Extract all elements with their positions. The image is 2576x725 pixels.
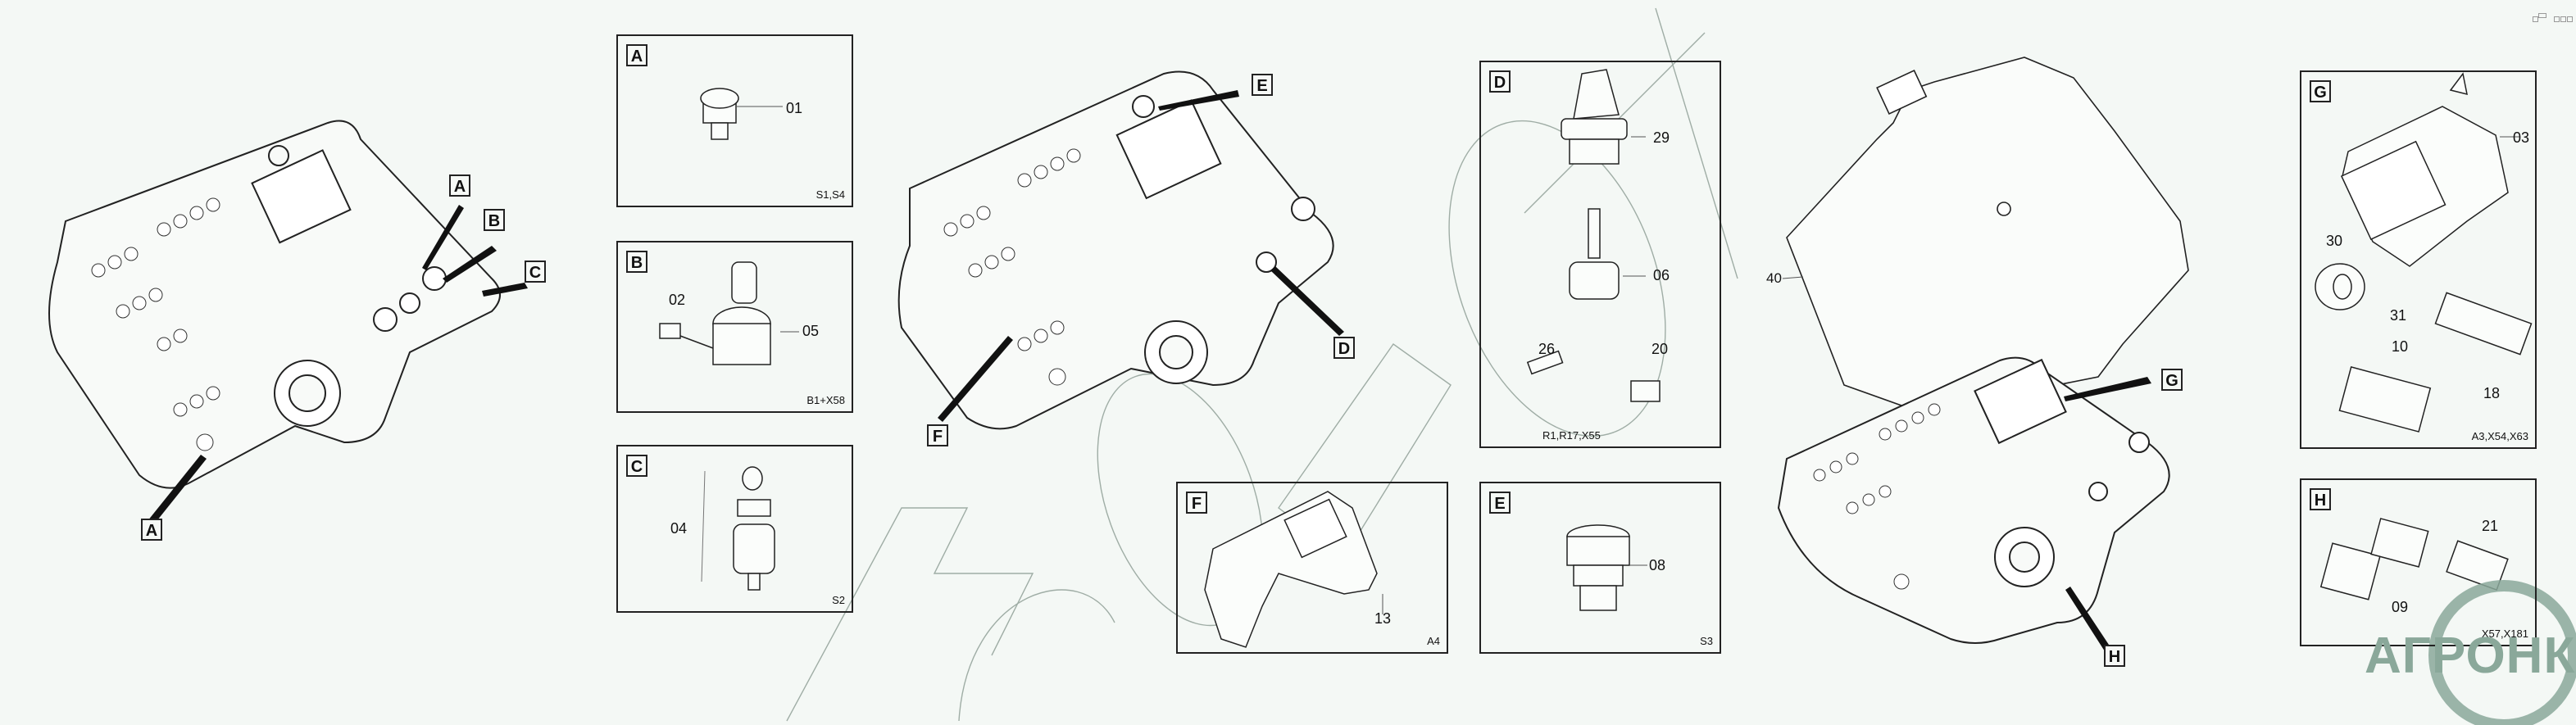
- center-console-drawing: [897, 70, 1334, 430]
- panel-b-reference: B1+X58: [806, 394, 845, 406]
- panel-f-reference: A4: [1427, 635, 1440, 647]
- panel-h-label: H: [2310, 488, 2331, 510]
- part-number-04: 04: [670, 520, 688, 537]
- corner-mark-icon: [2567, 16, 2573, 22]
- part-number-30: 30: [2326, 233, 2343, 249]
- logo-watermark-text: АГРОНКА: [2365, 628, 2576, 684]
- detail-panel-b: B 02 05 B1+X58: [616, 241, 853, 413]
- panel-d-label: D: [1489, 70, 1511, 93]
- detail-panel-a: A 01 S1,S4: [616, 34, 853, 207]
- panel-h-connectors: [2319, 518, 2509, 600]
- panel-c-reference: S2: [832, 594, 845, 606]
- callout-a-lower: A: [141, 519, 162, 541]
- part-number-29: 29: [1653, 129, 1670, 146]
- part-number-02: 02: [669, 292, 686, 308]
- part-number-08: 08: [1649, 557, 1666, 573]
- corner-mark-icon: [2554, 16, 2560, 22]
- callout-d: D: [1333, 337, 1355, 359]
- panel-h-reference: X57,X181: [2481, 628, 2528, 640]
- center-console-leaders: [938, 90, 1344, 422]
- panel-g-reference: A3,X54,X63: [2471, 430, 2528, 442]
- panel-e-emergency-stop: [1566, 524, 1647, 611]
- detail-panel-c: C 04 S2: [616, 445, 853, 613]
- panel-d-reference: R1,R17,X55: [1542, 429, 1601, 442]
- part-number-40: 40: [1766, 270, 1782, 286]
- panel-f-label: F: [1186, 492, 1207, 514]
- corner-mark-icon: [2533, 16, 2538, 22]
- callout-b: B: [484, 209, 505, 231]
- callout-h: H: [2104, 645, 2125, 667]
- detail-panel-h: H 21 09 X57,X181: [2300, 478, 2537, 646]
- panel-d-parts: [1526, 69, 1661, 402]
- logo-watermark-circle: [2428, 580, 2576, 725]
- part-number-05: 05: [802, 323, 820, 339]
- callout-f: F: [927, 424, 948, 446]
- part-number-21: 21: [2482, 518, 2499, 534]
- right-console-leaders: [2064, 377, 2151, 651]
- leader-40: [1782, 276, 1804, 279]
- panel-a-label: A: [626, 44, 647, 66]
- part-number-13: 13: [1374, 610, 1392, 627]
- panel-c-label: C: [626, 455, 647, 477]
- panel-b-label: B: [626, 251, 647, 273]
- detail-panel-f: F 13 A4: [1176, 482, 1448, 654]
- panel-f-decal-13: [1204, 491, 1383, 648]
- part-number-10: 10: [2392, 338, 2409, 355]
- part-number-18: 18: [2483, 385, 2501, 401]
- detail-panel-e: E 08 S3: [1479, 482, 1721, 654]
- part-number-01: 01: [786, 100, 803, 116]
- part-number-31: 31: [2390, 307, 2407, 324]
- right-console-drawing: [1777, 356, 2170, 644]
- panel-g-parts: [2315, 72, 2533, 433]
- part-number-26: 26: [1538, 341, 1556, 357]
- panel-e-label: E: [1489, 492, 1511, 514]
- panel-g-label: G: [2310, 80, 2331, 102]
- panel-e-reference: S3: [1700, 635, 1713, 647]
- corner-mark-icon: [2560, 16, 2566, 22]
- left-console-drawing: [48, 120, 501, 489]
- callout-c: C: [525, 261, 546, 283]
- panel-b-joystick: [659, 261, 799, 365]
- panel-a-reference: S1,S4: [816, 188, 845, 201]
- left-console-leaders: [148, 205, 528, 524]
- detail-panel-d: D 29 06 26 20 R1,R17,X55: [1479, 61, 1721, 448]
- callout-g: G: [2161, 369, 2183, 391]
- part-number-20: 20: [1651, 341, 1669, 357]
- panel-a-part-01: [700, 88, 783, 140]
- panel-c-key-switch: [701, 466, 775, 591]
- callout-e: E: [1252, 74, 1273, 96]
- part-number-09: 09: [2392, 599, 2409, 615]
- callout-a-upper: A: [449, 174, 470, 197]
- part-number-06: 06: [1653, 267, 1670, 283]
- detail-panel-g: G 03 30 31 10 18 A3,X54,X63: [2300, 70, 2537, 449]
- corner-mark-icon: [2538, 13, 2546, 18]
- part-number-03: 03: [2513, 129, 2530, 146]
